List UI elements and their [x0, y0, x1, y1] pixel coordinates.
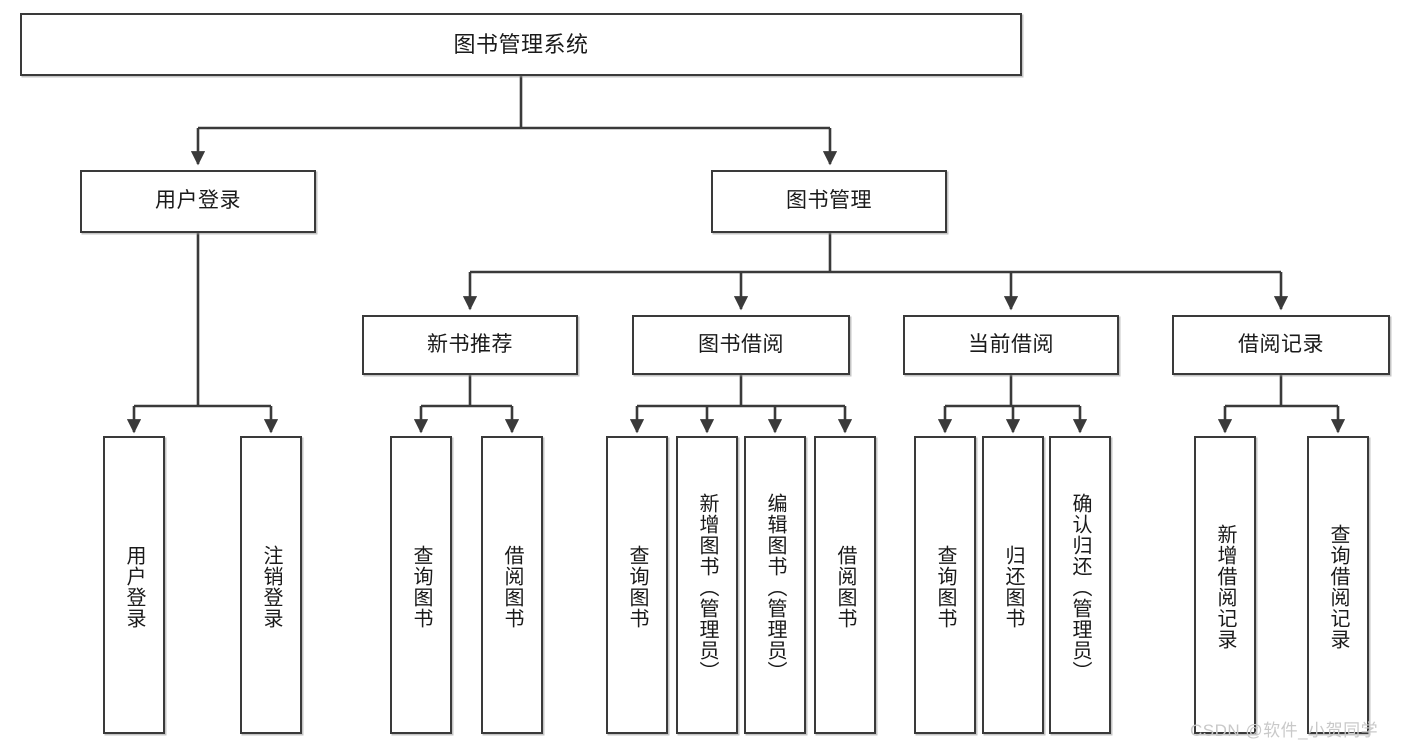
leaf-query-book-3[interactable]: 查询图书	[914, 436, 976, 734]
leaf-return-book[interactable]: 归还图书	[982, 436, 1044, 734]
node-label: 新增图书（管理员）	[696, 492, 718, 682]
node-label: 借阅图书	[501, 545, 523, 629]
node-label: 图书管理	[786, 189, 872, 213]
leaf-query-book-2[interactable]: 查询图书	[606, 436, 668, 734]
node-label: 当前借阅	[968, 332, 1054, 356]
node-label: 查询借阅记录	[1327, 524, 1349, 650]
node-book-manage[interactable]: 图书管理	[711, 170, 947, 233]
leaf-borrow-book-2[interactable]: 借阅图书	[814, 436, 876, 734]
leaf-confirm-return[interactable]: 确认归还（管理员）	[1049, 436, 1111, 734]
node-current-borrow[interactable]: 当前借阅	[903, 315, 1119, 375]
leaf-logout-login[interactable]: 注销登录	[240, 436, 302, 734]
node-label: 借阅记录	[1238, 332, 1324, 356]
leaf-add-record[interactable]: 新增借阅记录	[1194, 436, 1256, 734]
node-label: 查询图书	[626, 545, 648, 629]
node-label: 查询图书	[410, 545, 432, 629]
node-label: 借阅图书	[834, 545, 856, 629]
leaf-add-book[interactable]: 新增图书（管理员）	[676, 436, 738, 734]
leaf-edit-book[interactable]: 编辑图书（管理员）	[744, 436, 806, 734]
node-label: 新增借阅记录	[1214, 524, 1236, 650]
leaf-query-book-1[interactable]: 查询图书	[390, 436, 452, 734]
node-label: 图书借阅	[698, 332, 784, 356]
leaf-user-login[interactable]: 用户登录	[103, 436, 165, 734]
leaf-query-record[interactable]: 查询借阅记录	[1307, 436, 1369, 734]
node-book-borrow[interactable]: 图书借阅	[632, 315, 850, 375]
node-label: 编辑图书（管理员）	[764, 492, 786, 682]
csdn-watermark: CSDN @软件_小贺同学	[1190, 721, 1379, 740]
node-user-login[interactable]: 用户登录	[80, 170, 316, 233]
node-borrow-record[interactable]: 借阅记录	[1172, 315, 1390, 375]
node-label: 用户登录	[155, 189, 241, 213]
node-label: 新书推荐	[427, 332, 513, 356]
node-label: 注销登录	[260, 545, 282, 629]
node-label: 查询图书	[934, 545, 956, 629]
leaf-borrow-book-1[interactable]: 借阅图书	[481, 436, 543, 734]
node-label: 用户登录	[123, 545, 145, 629]
node-label: 图书管理系统	[453, 31, 589, 57]
node-label: 确认归还（管理员）	[1069, 492, 1091, 682]
node-new-book-recommend[interactable]: 新书推荐	[362, 315, 578, 375]
node-label: 归还图书	[1002, 545, 1024, 629]
node-root-system[interactable]: 图书管理系统	[20, 13, 1022, 76]
